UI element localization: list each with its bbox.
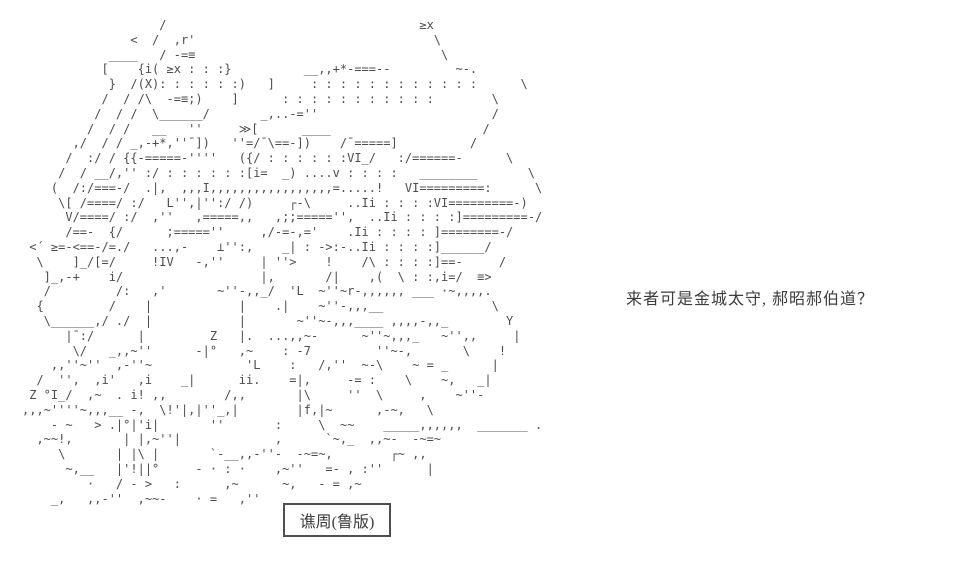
dialogue-text: 来者可是金城太守, 郝昭郝伯道？ — [626, 291, 875, 308]
ascii-art-character: / ≥x < / ,r' \ ____ / -=≡ \ [ {i( ≥x : :… — [22, 18, 543, 506]
speaker-name-box: 谯周(鲁版) — [283, 503, 391, 537]
speaker-name-label: 谯周(鲁版) — [299, 514, 375, 531]
